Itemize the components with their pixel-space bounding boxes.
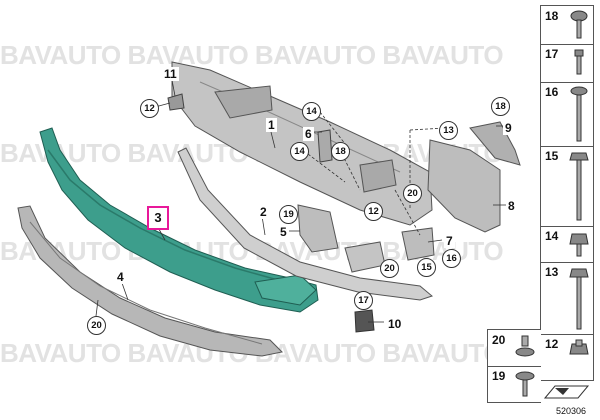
bubble-19: 19 [279, 205, 298, 224]
fastener-number: 13 [545, 265, 559, 279]
fastener-number: 18 [545, 9, 559, 23]
callout-3-highlighted: 3 [147, 206, 169, 230]
fastener-cell: 20 [488, 330, 541, 367]
bubble-12: 12 [364, 202, 383, 221]
nut-icon [515, 335, 535, 357]
fastener-number: 15 [545, 149, 559, 163]
bolt-icon [569, 152, 589, 221]
fastener-number: 12 [545, 337, 559, 351]
parts-illustration [17, 61, 521, 357]
bubble-20: 20 [380, 259, 399, 278]
bracket-part-5 [297, 204, 339, 253]
fastener-number: 19 [492, 369, 506, 383]
bracket-part-8 [427, 139, 501, 233]
callout-1: 1 [266, 118, 277, 132]
bubble-20: 20 [403, 184, 422, 203]
callout-4: 4 [115, 270, 126, 284]
fastener-cell: 15 [541, 146, 593, 227]
nut-icon [569, 339, 589, 355]
bubble-12: 12 [140, 99, 159, 118]
nut-icon [569, 233, 589, 257]
callout-2: 2 [258, 205, 269, 219]
diagram-reference-number: 520306 [556, 406, 587, 416]
fastener-number: 14 [545, 229, 559, 243]
fastener-cell: 19 [488, 366, 541, 402]
bolt-icon [569, 268, 589, 330]
screw-icon [570, 10, 588, 39]
bracket-part-9 [469, 121, 521, 166]
fastener-number: 17 [545, 47, 559, 61]
bubble-14: 14 [290, 142, 309, 161]
fastener-cell: 16 [541, 82, 593, 147]
callout-11: 11 [162, 67, 179, 81]
bubble-16: 16 [442, 249, 461, 268]
bubble-18: 18 [491, 97, 510, 116]
fastener-cell: 14 [541, 226, 593, 263]
fastener-number: 16 [545, 85, 559, 99]
callout-6: 6 [303, 127, 314, 141]
fastener-panel: 18 17 16 15 14 13 [540, 5, 594, 381]
bubble-20: 20 [87, 316, 106, 335]
screw-icon [515, 371, 535, 397]
callout-7: 7 [444, 234, 455, 248]
bolt-icon [570, 86, 588, 142]
fastener-panel-bottom: 20 19 [487, 329, 541, 403]
bubble-18: 18 [331, 142, 350, 161]
bubble-17: 17 [354, 291, 373, 310]
clip-icon [574, 49, 584, 75]
bumper-bar-part-2 [177, 147, 434, 301]
callout-5: 5 [278, 225, 289, 239]
callout-10: 10 [386, 317, 404, 331]
lower-trim-part-4 [17, 205, 284, 357]
fastener-cell: 12 [541, 334, 593, 380]
fastener-cell: 17 [541, 44, 593, 83]
bubble-14: 14 [302, 102, 321, 121]
callout-9: 9 [503, 121, 514, 135]
bracket-part-7 [401, 227, 435, 261]
callout-8: 8 [506, 199, 517, 213]
fastener-number: 20 [492, 333, 506, 347]
bubble-13: 13 [439, 121, 458, 140]
arrow-symbol-icon [543, 385, 590, 399]
bubble-15: 15 [417, 258, 436, 277]
fastener-cell: 18 [541, 6, 593, 45]
fastener-cell: 13 [541, 262, 593, 335]
clip-part-10 [354, 309, 375, 333]
